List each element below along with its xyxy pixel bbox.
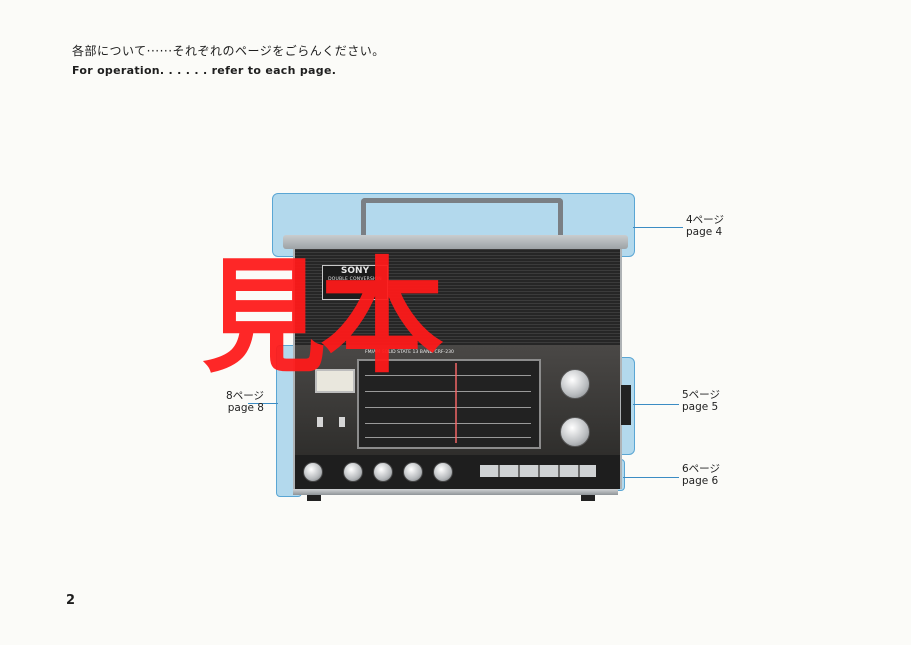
radio-foot [307,495,321,501]
page-heading-english: For operation. . . . . . refer to each p… [72,64,337,77]
callout-jp: 5ページ [682,389,720,401]
callout-en: page 4 [686,226,723,238]
side-handle-bracket [621,385,631,425]
bfo-switch [339,417,345,427]
callout-page-4: 4ページ page 4 [686,214,724,238]
bfo-pitch-knob [343,462,363,482]
dial-scale [365,423,531,424]
dial-scale [365,437,531,438]
leader-line-page-8 [248,403,278,404]
radio-base [293,489,618,495]
callout-jp: 6ページ [682,463,720,475]
volume-knob [403,462,423,482]
sample-watermark: 見本 [202,246,444,390]
dial-scale [365,391,531,392]
callout-page-6: 6ページ page 6 [682,463,720,487]
signal-meter [315,369,355,393]
leader-line-page-4 [633,227,683,228]
dial-scale [365,407,531,408]
callout-jp: 4ページ [686,214,724,226]
model-label: FM/AM SOLID STATE 13 BAND CRF-230 [365,350,454,355]
callout-en: page 5 [682,401,719,413]
tuning-dial [357,359,541,449]
front-panel: FM/AM SOLID STATE 13 BAND CRF-230 [293,345,622,455]
radio-top-cap [283,235,628,249]
callout-page-5: 5ページ page 5 [682,389,720,413]
page-number: 2 [66,593,76,608]
light-switch [317,417,323,427]
tone-knob [433,462,453,482]
speaker-grille: SONY DOUBLE CONVERSION [293,249,622,345]
brand-badge: SONY DOUBLE CONVERSION [322,265,388,300]
dial-pointer [455,363,457,443]
callout-jp: 8ページ [226,390,264,402]
radio-foot [581,495,595,501]
brand-logo: SONY [340,266,370,276]
band-selector-keys [480,465,596,477]
leader-line-page-6 [623,477,679,478]
brand-badge-subtitle: DOUBLE CONVERSION [328,277,382,282]
radio-handle [361,198,563,243]
callout-page-8: 8ページ page 8 [204,390,264,414]
callout-en: page 8 [227,402,264,414]
leader-line-page-5 [633,404,679,405]
radio-illustration: SONY DOUBLE CONVERSION FM/AM SOLID STATE… [283,198,631,505]
callout-en: page 6 [682,475,719,487]
earphone-jack [303,462,323,482]
dial-scale [365,375,531,376]
band-tuning-knob [560,369,590,399]
fine-tuning-knob [560,417,590,447]
rf-gain-knob [373,462,393,482]
page-heading-japanese: 各部について······それぞれのページをごらんください。 [72,44,385,58]
control-strip [293,455,622,489]
